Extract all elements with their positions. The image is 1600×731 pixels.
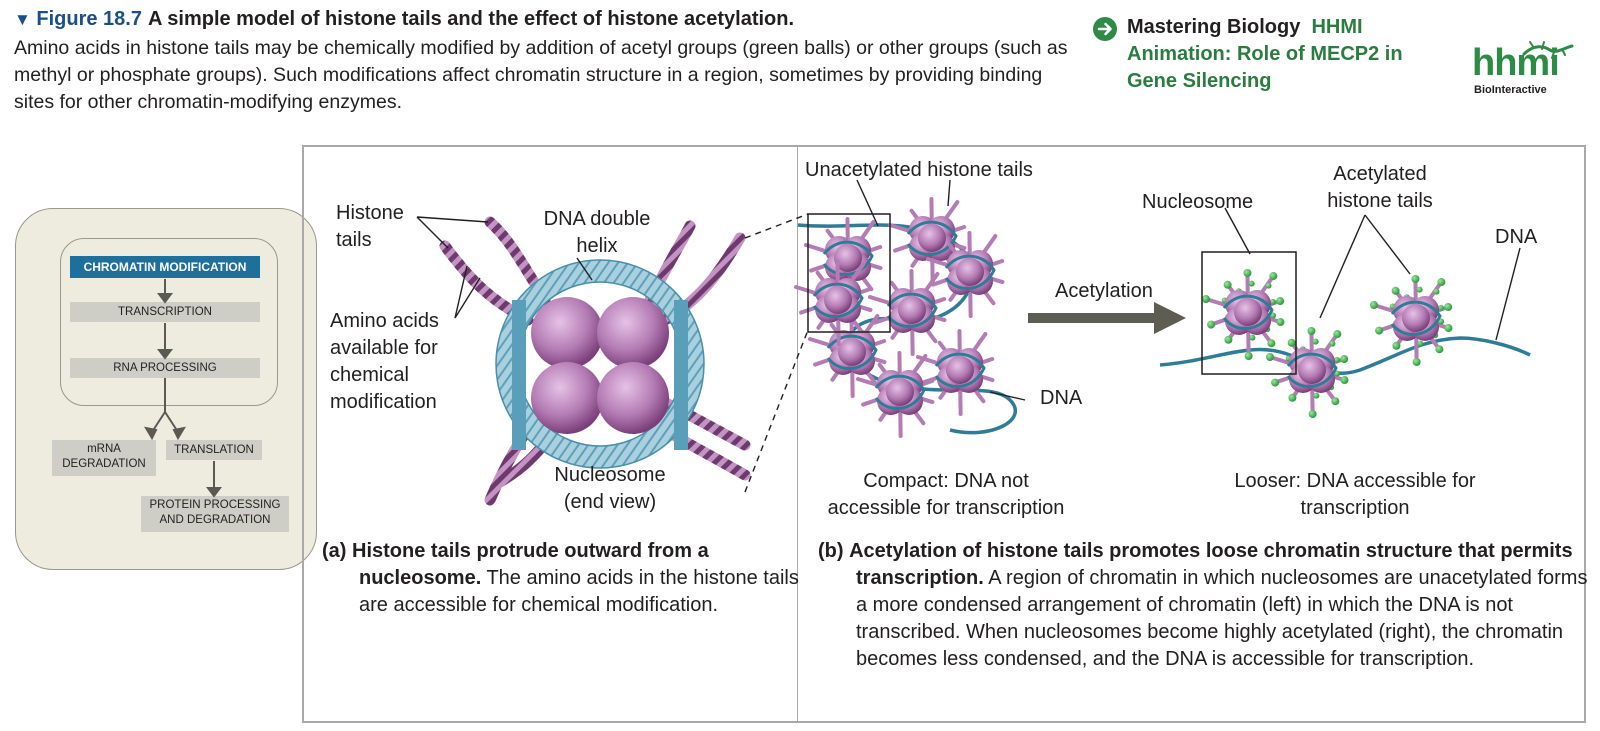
figure-header: ▼ Figure 18.7 A simple model of histone t…	[14, 6, 1074, 116]
panel-b-tag: (b)	[818, 540, 844, 562]
triangle-down-icon: ▼	[14, 10, 31, 29]
flow-step-protein-processing: PROTEIN PROCESSING AND DEGRADATION	[141, 496, 289, 532]
panel-a-caption-text: The amino acids in the histone tails are…	[359, 567, 799, 616]
flow-step-mrna-degradation: mRNA DEGRADATION	[52, 440, 156, 476]
label-amino-acids: Amino acids available for chemical modif…	[330, 310, 439, 413]
label-compact-state: Compact: DNA not accessible for transcri…	[827, 470, 1065, 519]
lizard-icon	[1522, 41, 1574, 59]
figure-title-text: A simple model of histone tails and the …	[148, 8, 795, 30]
unacetylated-nucleosome	[925, 231, 1005, 318]
unacetylated-nucleosome	[855, 351, 935, 438]
figure-caption: Amino acids in histone tails may be chem…	[14, 37, 1068, 113]
figure-title: ▼ Figure 18.7 A simple model of histone t…	[14, 6, 1074, 33]
unacetylated-nucleosome	[867, 269, 947, 356]
nucleosome-end-view	[439, 216, 751, 506]
panel-b-caption: (b) Acetylation of histone tails promote…	[818, 538, 1600, 673]
panel-divider	[797, 145, 798, 723]
mastering-brand: Mastering Biology	[1127, 16, 1301, 38]
unacetylated-nucleosome	[915, 329, 995, 416]
panel-b-caption-bold: Acetylation of histone tails promotes lo…	[849, 540, 1573, 589]
label-dna-compact: DNA	[1040, 387, 1083, 409]
panel-a-tag: (a)	[322, 540, 347, 562]
label-nucleosome-end-view: Nucleosome (end view)	[554, 464, 666, 513]
label-unacetylated-tails: Unacetylated histone tails	[805, 159, 1033, 181]
flow-step-transcription: TRANSCRIPTION	[70, 302, 260, 322]
label-dna-loose: DNA	[1495, 226, 1538, 248]
acetylation-arrow	[1028, 302, 1186, 334]
figure-number: Figure 18.7	[36, 8, 142, 30]
panel-a-caption-bold: Histone tails protrude outward from a nu…	[352, 540, 709, 589]
compact-chromatin-cluster	[793, 197, 1018, 438]
unacetylated-nucleosome	[803, 217, 883, 304]
loose-chromatin	[1159, 251, 1531, 418]
acetylated-nucleosome	[1201, 269, 1285, 360]
flow-step-chromatin-modification: CHROMATIN MODIFICATION	[70, 256, 260, 278]
hhmi-logo: hhmi BioInteractive	[1472, 38, 1582, 98]
flow-step-rna-processing: RNA PROCESSING	[70, 358, 260, 378]
label-nucleosome: Nucleosome	[1142, 191, 1254, 213]
figure-panel	[302, 145, 1586, 723]
hhmi-subtitle: BioInteractive	[1474, 84, 1547, 96]
unacetylated-nucleosome	[887, 197, 967, 284]
panel-a-caption: (a) Histone tails protrude outward from …	[322, 538, 809, 619]
flow-step-translation: TRANSLATION	[166, 440, 262, 460]
hhmi-letters: hhmi	[1472, 42, 1560, 84]
arrow-circle-icon	[1093, 17, 1117, 41]
unacetylated-nucleosome	[793, 259, 873, 346]
unacetylated-nucleosome	[807, 311, 887, 398]
label-histone-tails: Histone tails	[336, 202, 404, 251]
label-acetylated-tails: Acetylated histone tails	[1327, 163, 1433, 212]
animation-link-text[interactable]: HHMI Animation: Role of MECP2 in Gene Si…	[1127, 16, 1403, 92]
label-dna-double-helix: DNA double helix	[543, 208, 651, 257]
acetylated-nucleosome	[1369, 275, 1453, 366]
label-looser-state: Looser: DNA accessible for transcription	[1234, 470, 1476, 519]
panel-b-caption-text: A region of chromatin in which nucleosom…	[856, 567, 1588, 670]
label-acetylation: Acetylation	[1055, 280, 1153, 302]
acetylated-nucleosome	[1265, 327, 1349, 418]
